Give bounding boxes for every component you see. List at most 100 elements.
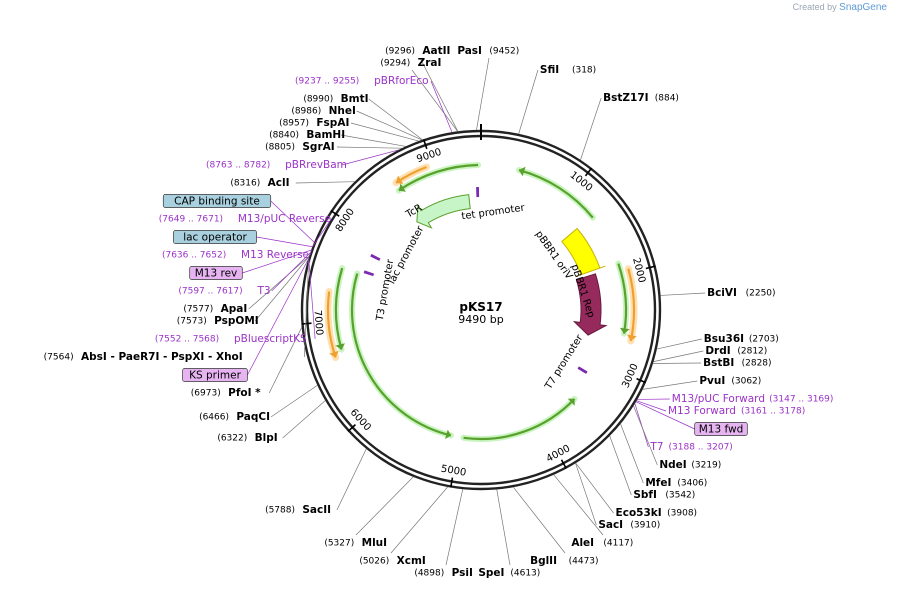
label-position: (6466) — [199, 413, 229, 423]
site-label-alei: AleI(4117) — [571, 537, 633, 549]
label-name: PaqCI — [236, 411, 270, 423]
leader-line — [303, 257, 310, 358]
leader-line — [633, 405, 658, 466]
site-label-drdi: DrdI(2812) — [705, 345, 767, 357]
label-name: AclI — [268, 177, 290, 189]
scale-tick — [422, 139, 428, 150]
label-position: (7597 .. 7617) — [178, 287, 242, 297]
site-label-t3: (7597 .. 7617)T3 — [178, 285, 270, 297]
scale-tick — [584, 167, 593, 177]
label-position: (3908) — [667, 509, 697, 519]
label-position: (5788) — [265, 506, 295, 516]
label-position: (7564) — [44, 353, 74, 363]
orf-arrowhead — [395, 175, 404, 185]
scale-tick — [301, 322, 312, 325]
scale-tick-label: 5000 — [440, 464, 467, 479]
leader-layer — [242, 57, 706, 566]
label-name: AbsI - PaeR7I - PspXI - XhoI — [81, 351, 243, 363]
label-name: ApaI — [221, 303, 248, 315]
orf-layer — [324, 162, 638, 442]
leader-line — [248, 255, 310, 310]
label-name: pBRforEco — [374, 75, 428, 87]
leader-line — [270, 384, 318, 418]
site-label-pbluescriptks: (7552 .. 7568) pBluescriptKS — [155, 333, 307, 345]
label-position: (2703) — [749, 335, 779, 345]
orf-arrowhead — [398, 183, 406, 192]
leader-line — [309, 248, 313, 256]
site-label-lac-operator: lac operator — [173, 230, 257, 244]
label-name: MluI — [362, 537, 387, 549]
orf-arrowhead — [619, 327, 630, 334]
label-position: (5026) — [359, 557, 389, 567]
leader-line — [242, 249, 312, 274]
orf-arc — [350, 273, 452, 437]
site-label-pfoi: (6973)PfoI * — [191, 387, 261, 399]
site-label-t7: T7 (3188 .. 3207) — [649, 441, 732, 453]
site-label-sgrai: (8805)SgrAI — [265, 141, 335, 153]
promoter-mark-tet-promoter — [476, 187, 480, 198]
leader-line — [411, 69, 458, 132]
leader-line — [660, 292, 706, 296]
label-position: (7552 .. 7568) — [155, 335, 219, 345]
site-label-absi-paer7i-pspxi-xhoi: (7564) AbsI - PaeR7I - PspXI - XhoI — [44, 351, 243, 363]
feature-pbbr1-rep — [572, 273, 608, 336]
label-name: ZraI — [418, 57, 442, 69]
leader-line — [636, 400, 667, 412]
site-label-sfii: SfiI(318) — [540, 64, 596, 76]
site-label-cap-binding-site: CAP binding site — [162, 194, 272, 208]
label-position: (2250) — [746, 289, 776, 299]
orf-arrowhead — [567, 398, 575, 406]
scale-tick-label: 9000 — [415, 147, 443, 166]
leader-line — [635, 401, 695, 430]
label-position: (8957) — [279, 119, 309, 129]
orf-arrowhead — [329, 350, 339, 358]
site-label-psii: (4898)PsiI — [414, 567, 473, 579]
leader-line — [609, 435, 632, 496]
leader-line — [336, 146, 403, 149]
label-position: (7573) — [177, 317, 207, 327]
label-position: (9296) — [385, 47, 415, 57]
label-name: BglII — [530, 555, 557, 567]
leader-line — [336, 448, 367, 511]
label-name: pBRrevBam — [285, 159, 347, 171]
label-name: T7 — [649, 441, 663, 453]
leader-line — [445, 489, 464, 566]
leader-line — [620, 423, 644, 484]
label-position: (8986) — [291, 107, 321, 117]
label-name: pBluescriptKS — [234, 333, 307, 345]
scale-tick — [449, 477, 454, 488]
label-box — [694, 422, 748, 436]
scale-tick — [645, 265, 656, 270]
scale-tick-label: 6000 — [348, 407, 373, 433]
label-position: (3219) — [691, 461, 721, 471]
site-label-eco53ki: Eco53kI(3908) — [616, 507, 698, 519]
leader-line — [642, 380, 698, 390]
scale-tick — [347, 424, 356, 432]
leader-line — [312, 218, 332, 247]
leader-line — [430, 80, 453, 133]
leader-line — [368, 98, 423, 141]
label-position: (8840) — [269, 131, 299, 141]
site-label-ndei: NdeI (3219) — [659, 459, 721, 471]
label-name: XcmI — [397, 555, 426, 567]
label-name: NdeI — [659, 459, 686, 471]
site-label-pasi: PasI(9452) — [457, 45, 519, 57]
scale-tick — [330, 210, 340, 217]
label-position: (3542) — [665, 491, 695, 501]
site-label-aatii: (9296) AatII — [385, 45, 450, 57]
leader-line — [340, 134, 406, 147]
label-position: (8316) — [230, 179, 260, 189]
site-label-ks-primer: KS primer — [182, 368, 248, 382]
label-box — [182, 368, 248, 382]
site-label-nhei: (8986)NheI — [291, 105, 356, 117]
label-name: AatII — [422, 45, 450, 57]
site-label-bsu36i: Bsu36I(2703) — [704, 333, 779, 345]
label-position: (8763 .. 8782) — [206, 161, 270, 171]
site-label-apai: (7577)ApaI — [183, 303, 247, 315]
label-position: (3188 .. 3207) — [669, 443, 733, 453]
orf-arrowhead — [518, 166, 526, 177]
label-name: PspOMI — [214, 315, 259, 327]
leader-line — [254, 256, 310, 322]
leader-line — [580, 97, 602, 161]
